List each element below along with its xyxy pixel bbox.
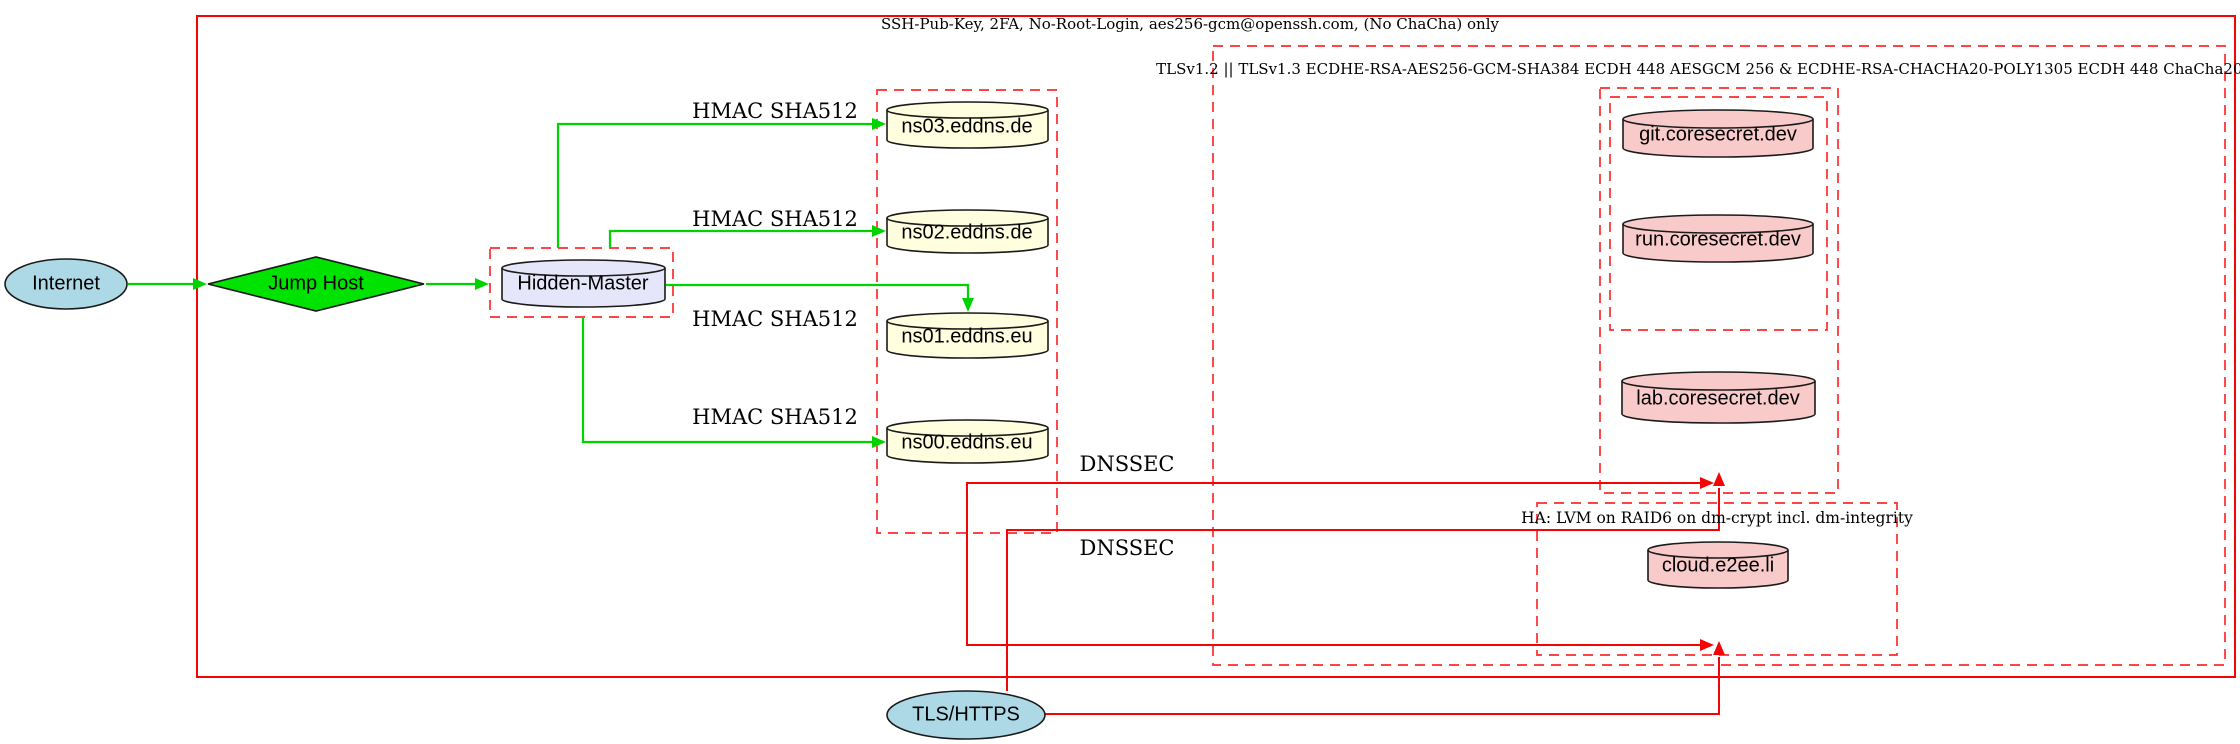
ns01-node-label: ns01.eddns.eu	[901, 325, 1033, 348]
cloud-node-rim	[1647, 549, 1789, 559]
green-arrowheads	[193, 118, 974, 448]
ns03-node-rim	[886, 109, 1049, 119]
lab-node-label: lab.coresecret.dev	[1636, 387, 1800, 410]
edge-hiddenmaster-ns01	[666, 283, 970, 300]
ns00-node-label: ns00.eddns.eu	[901, 431, 1033, 454]
ha-zone-label: HA: LVM on RAID6 on dm-crypt incl. dm-in…	[1521, 509, 1913, 527]
git-node-rim	[1622, 118, 1814, 129]
tls-zone-label: TLSv1.2 || TLSv1.3 ECDHE-RSA-AES256-GCM-…	[1156, 60, 2240, 78]
hidden-master-zone-box	[489, 247, 674, 318]
jump-host-node-shape	[207, 256, 425, 312]
edge-label-dnssec-upper: DNSSEC	[1079, 452, 1175, 476]
hidden-master-node-shape	[501, 259, 666, 308]
ns02-node-shape	[886, 209, 1049, 254]
hidden-master-node-label: Hidden-Master	[517, 272, 649, 295]
edge-hiddenmaster-ns02	[608, 229, 874, 248]
arrowhead-ns00	[872, 436, 886, 448]
run-node-rim	[1622, 223, 1814, 234]
edge-hiddenmaster-ns00	[581, 317, 874, 444]
arrowhead-jumphost	[193, 278, 207, 290]
internet-node-shape	[4, 258, 128, 310]
arrowhead-services-up	[1713, 472, 1725, 486]
ns01-node-shape	[886, 312, 1049, 359]
run-node-label: run.coresecret.dev	[1635, 228, 1801, 251]
ns02-node-label: ns02.eddns.de	[901, 221, 1033, 244]
arrowhead-ns01	[962, 298, 974, 312]
ns03-node-shape	[886, 101, 1049, 149]
cloud-node-label: cloud.e2ee.li	[1661, 554, 1775, 577]
edge-hiddenmaster-ns03	[556, 122, 874, 248]
edge-tlshttps-services	[1006, 488, 1720, 691]
ha-zone-box	[1536, 502, 1898, 656]
edge-tlshttps-ha	[1045, 657, 1720, 715]
git-run-zone-box	[1609, 96, 1828, 331]
git-node-label: git.coresecret.dev	[1639, 123, 1797, 146]
arrowhead-services-right	[1700, 477, 1714, 489]
cloud-node-shape	[1647, 541, 1789, 589]
edge-dnssec-upper	[966, 482, 1702, 646]
services-zone-box	[1599, 87, 1839, 494]
cylinder-nodes	[501, 101, 1816, 589]
arrowhead-ns03	[872, 118, 886, 130]
hidden-master-node-rim	[501, 267, 666, 277]
arrowhead-ns02	[872, 225, 886, 237]
edge-label-hmac-ns03: HMAC SHA512	[692, 99, 858, 123]
ssh-zone-box	[196, 15, 2236, 678]
ns00-node-shape	[886, 419, 1049, 464]
ns03-node-label: ns03.eddns.de	[901, 115, 1033, 138]
lab-node-shape	[1621, 371, 1816, 424]
edge-label-dnssec-lower: DNSSEC	[1079, 536, 1175, 560]
red-edges	[966, 482, 1720, 715]
edge-label-hmac-ns00: HMAC SHA512	[692, 405, 858, 429]
tls-https-node-shape	[886, 690, 1046, 740]
run-node-shape	[1622, 214, 1814, 263]
edge-label-hmac-ns01: HMAC SHA512	[692, 307, 858, 331]
edge-label-hmac-ns02: HMAC SHA512	[692, 207, 858, 231]
arrowhead-ha-up	[1713, 641, 1725, 655]
lab-node-rim	[1621, 380, 1816, 391]
git-node-shape	[1622, 109, 1814, 158]
red-arrowheads	[1700, 472, 1725, 655]
nameserver-zone-box	[876, 89, 1058, 534]
internet-node-label: Internet	[32, 272, 100, 295]
arrowhead-hiddenmaster	[475, 278, 489, 290]
jump-host-node-label: Jump Host	[268, 272, 364, 295]
green-edges	[128, 122, 970, 444]
arrowhead-ha-right	[1700, 639, 1714, 651]
ssh-zone-label: SSH-Pub-Key, 2FA, No-Root-Login, aes256-…	[881, 15, 1499, 33]
ns00-node-rim	[886, 427, 1049, 437]
tls-https-node-label: TLS/HTTPS	[912, 703, 1020, 726]
ns01-node-rim	[886, 320, 1049, 330]
ns02-node-rim	[886, 217, 1049, 227]
